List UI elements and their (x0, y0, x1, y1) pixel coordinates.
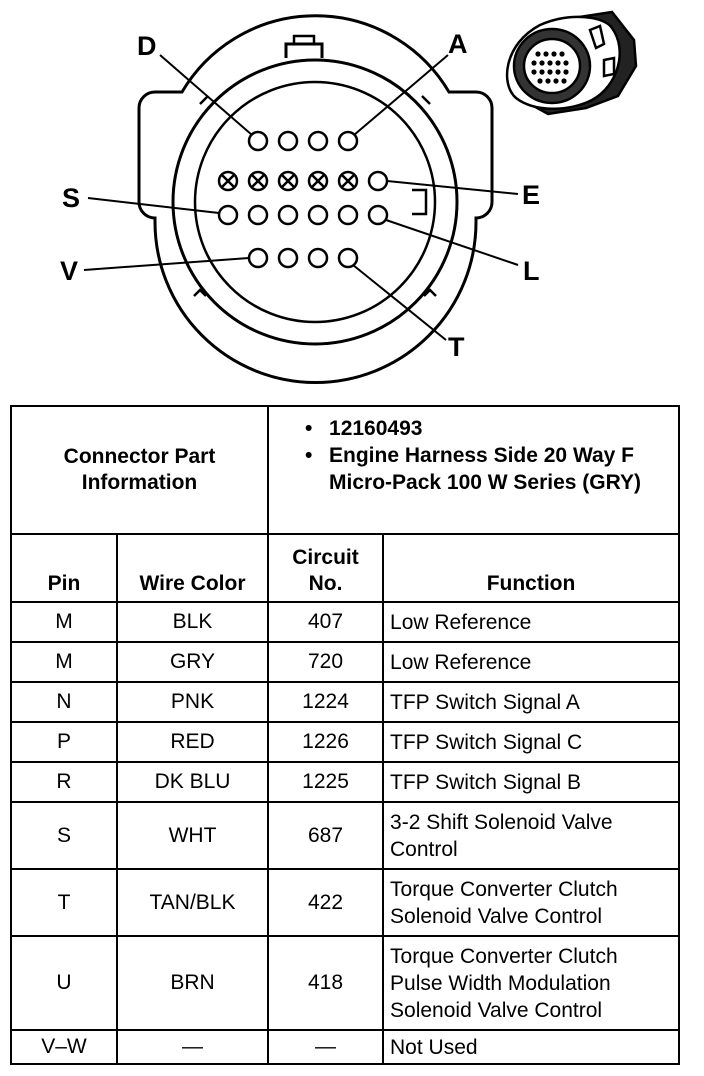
circuit-cell: 687 (267, 801, 385, 870)
pin-cavity (337, 247, 359, 269)
wire-color-cell: PNK (115, 681, 270, 723)
pin-label-d: D (137, 31, 157, 61)
plugged-cavity (337, 170, 359, 192)
part-info-row: Connector Part Information 12160493 Engi… (9, 405, 681, 535)
connector-latch (284, 42, 324, 58)
pin-cavity (277, 204, 299, 226)
circuit-cell: 720 (267, 641, 385, 683)
connector-key-notch (199, 95, 431, 105)
table-row: M BLK 407 Low Reference (10, 601, 681, 643)
part-number: 12160493 (305, 415, 672, 442)
plugged-cavity (217, 170, 239, 192)
connector-face-diagram: D A E S L V T (0, 0, 704, 395)
wire-color-cell: WHT (115, 801, 270, 870)
table-row: N PNK 1224 TFP Switch Signal A (10, 681, 681, 723)
circuit-cell: 422 (267, 868, 385, 937)
connector-inner-ring (171, 58, 459, 346)
function-cell: Low Reference (382, 641, 681, 683)
function-cell: Not Used (382, 1029, 681, 1065)
circuit-cell: 1226 (267, 721, 385, 763)
table-row: M GRY 720 Low Reference (10, 641, 681, 683)
wire-color-cell: DK BLU (115, 761, 270, 803)
leader-lines (83, 54, 519, 341)
pin-label-t: T (448, 332, 465, 362)
pin-cavity (337, 204, 359, 226)
pin-cell: N (10, 681, 118, 723)
pin-cell: M (10, 601, 118, 643)
pin-cell: M (10, 641, 118, 683)
circuit-cell: 407 (267, 601, 385, 643)
pin-label-l: L (523, 256, 540, 286)
pin-cell: R (10, 761, 118, 803)
pin-cavity (277, 247, 299, 269)
function-cell: Torque Converter Clutch Pulse Width Modu… (382, 935, 681, 1031)
col-header-circuit-no: Circuit No. (267, 533, 385, 603)
wire-color-cell: — (115, 1029, 270, 1065)
function-cell: TFP Switch Signal A (382, 681, 681, 723)
pin-cavity (307, 247, 329, 269)
plugged-cavity (277, 170, 299, 192)
connector-perspective-icon (505, 10, 638, 116)
pin-label-v: V (60, 256, 78, 286)
function-cell: Torque Converter Clutch Solenoid Valve C… (382, 868, 681, 937)
table-row: U BRN 418 Torque Converter Clutch Pulse … (10, 935, 681, 1031)
pin-cell: U (10, 935, 118, 1031)
pin-label-e: E (522, 180, 540, 210)
pin-cell: P (10, 721, 118, 763)
col-header-function: Function (382, 533, 681, 603)
pin-cavity (247, 204, 269, 226)
part-description: Engine Harness Side 20 Way F Micro-Pack … (305, 442, 672, 496)
table-row: V–W — — Not Used (10, 1029, 681, 1065)
wire-color-cell: GRY (115, 641, 270, 683)
pin-label-s: S (62, 183, 80, 213)
part-info-label: Connector Part Information (9, 405, 270, 535)
pin-cavity (247, 247, 269, 269)
col-header-pin: Pin (10, 533, 118, 603)
table-row: R DK BLU 1225 TFP Switch Signal B (10, 761, 681, 803)
connector-face-svg: D A E S L V T (60, 10, 638, 384)
circuit-cell: 1224 (267, 681, 385, 723)
pin-cavities (217, 130, 389, 269)
pin-cavity (367, 204, 389, 226)
pin-cavity (277, 130, 299, 152)
part-info-details: 12160493 Engine Harness Side 20 Way F Mi… (267, 405, 681, 535)
table-row: P RED 1226 TFP Switch Signal C (10, 721, 681, 763)
pin-cavity (247, 130, 269, 152)
connector-outer-shell (137, 14, 494, 384)
circuit-cell: 418 (267, 935, 385, 1031)
circuit-cell: — (267, 1029, 385, 1065)
pin-cavity (367, 170, 389, 192)
function-cell: TFP Switch Signal C (382, 721, 681, 763)
wire-color-cell: BLK (115, 601, 270, 643)
pin-cavity (337, 130, 359, 152)
pin-cell: V–W (10, 1029, 118, 1065)
pin-cell: S (10, 801, 118, 870)
circuit-cell: 1225 (267, 761, 385, 803)
function-cell: Low Reference (382, 601, 681, 643)
pin-cavity (307, 130, 329, 152)
pin-cell: T (10, 868, 118, 937)
function-cell: 3-2 Shift Solenoid Valve Control (382, 801, 681, 870)
wire-color-cell: RED (115, 721, 270, 763)
wire-color-cell: TAN/BLK (115, 868, 270, 937)
pin-label-a: A (448, 29, 468, 59)
table-row: S WHT 687 3-2 Shift Solenoid Valve Contr… (10, 801, 681, 870)
plugged-cavity (247, 170, 269, 192)
plugged-cavity (307, 170, 329, 192)
pin-cavity (307, 204, 329, 226)
wire-color-cell: BRN (115, 935, 270, 1031)
connector-info-table: Connector Part Information 12160493 Engi… (9, 405, 681, 1065)
function-cell: TFP Switch Signal B (382, 761, 681, 803)
pin-cavity (217, 204, 239, 226)
column-header-row: Pin Wire Color Circuit No. Function (10, 533, 681, 603)
col-header-wire-color: Wire Color (115, 533, 270, 603)
table-row: T TAN/BLK 422 Torque Converter Clutch So… (10, 868, 681, 937)
connector-insert-face (193, 80, 437, 324)
